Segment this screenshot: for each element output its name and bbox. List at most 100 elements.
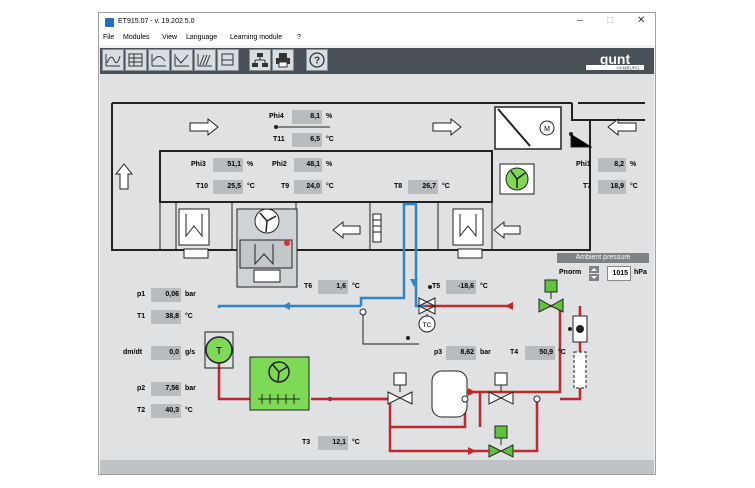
cold-pipe: [217, 202, 425, 308]
schematic: M: [111, 102, 645, 458]
phi2-label: Phi2: [272, 161, 287, 168]
phi3-value: 51,1: [213, 158, 243, 172]
title-bar: ET915.07 - v. 19.202.5.0 – □ ✕: [99, 13, 655, 32]
curve-icon: [174, 54, 189, 67]
p2-value: 7,56: [151, 382, 181, 396]
t6-label: T6: [304, 283, 313, 290]
app-icon: [105, 18, 114, 27]
t5-unit: °C: [480, 283, 488, 290]
pnorm-spinner[interactable]: [589, 266, 599, 281]
phi1-value: 8,2: [598, 158, 626, 172]
arrow-up-icon: [114, 163, 134, 190]
process-button[interactable]: [217, 49, 239, 71]
dmdt-label: dm/dt: [123, 349, 143, 356]
damper-left: [178, 208, 210, 246]
p3-value: 8,62: [446, 346, 476, 360]
curve-button[interactable]: [171, 49, 193, 71]
network-icon: [252, 53, 268, 67]
t5-value: -18,6: [446, 280, 476, 294]
menu-file[interactable]: File: [103, 34, 115, 41]
toolbar: ? gunt HAMBURG: [100, 48, 654, 74]
p2-unit: bar: [185, 385, 196, 392]
help-icon: ?: [309, 52, 325, 68]
t7-label: T7: [583, 183, 592, 190]
log-p-h-button[interactable]: [194, 49, 216, 71]
t6-unit: °C: [352, 283, 360, 290]
inner-duct: [159, 150, 493, 203]
t10-value: 25,5: [213, 180, 243, 194]
svg-text:M: M: [544, 126, 550, 133]
window-title: ET915.07 - v. 19.202.5.0: [118, 18, 195, 25]
svg-text:?: ?: [314, 56, 320, 67]
p1-label: p1: [137, 291, 146, 298]
menu-language[interactable]: Language: [186, 34, 218, 41]
close-button[interactable]: ✕: [637, 15, 646, 26]
menu-modules[interactable]: Modules: [123, 34, 150, 41]
flowmeter-icon: [205, 336, 233, 364]
phi4-label: Phi4: [269, 113, 284, 120]
t8-unit: °C: [442, 183, 450, 190]
p1-unit: bar: [185, 291, 196, 298]
t6-value: 1,6: [318, 280, 348, 294]
menu-learning-module[interactable]: Learning module: [230, 34, 283, 41]
status-bar: [100, 460, 654, 474]
table-icon: [128, 53, 143, 67]
arrow-left-icon: [607, 117, 637, 137]
t3-label: T3: [302, 439, 311, 446]
menu-view[interactable]: View: [162, 34, 178, 41]
app-window: ET915.07 - v. 19.202.5.0 – □ ✕ File Modu…: [98, 12, 656, 475]
gunt-logo: gunt HAMBURG: [582, 50, 648, 72]
hot-pipe: [217, 304, 562, 429]
phi2-unit: %: [326, 161, 333, 168]
t9-unit: °C: [326, 183, 334, 190]
svg-text:HAMBURG: HAMBURG: [616, 66, 640, 71]
air-duct-outer-right: [571, 103, 645, 232]
phi4-value: 8,1: [292, 110, 322, 124]
t1-unit: °C: [185, 313, 193, 320]
pnorm-label: Pnorm: [559, 269, 582, 276]
duct-sections: [175, 202, 439, 250]
table-button[interactable]: [125, 49, 147, 71]
spinner-arrows-icon: [589, 266, 599, 281]
print-button[interactable]: [272, 49, 294, 71]
phi1-label: Phi1: [576, 161, 591, 168]
t5-label: T5: [432, 283, 441, 290]
pnorm-input[interactable]: 1015: [607, 266, 631, 281]
t9-label: T9: [281, 183, 290, 190]
ambient-pressure-header: Ambient pressure: [557, 253, 649, 263]
t4-value: 50,9: [525, 346, 555, 360]
phi2-value: 48,1: [294, 158, 322, 172]
help-button[interactable]: ?: [306, 49, 328, 71]
maximize-button[interactable]: □: [607, 15, 614, 26]
heat-exchanger: [372, 213, 382, 243]
arrow-left-icon-2: [332, 220, 361, 240]
t11-label: T11: [273, 136, 285, 143]
t7-value: 18,9: [598, 180, 626, 194]
menu-bar: File Modules View Language Learning modu…: [99, 32, 655, 45]
t3-value: 12,1: [318, 436, 348, 450]
chart-button[interactable]: [102, 49, 124, 71]
dmdt-unit: g/s: [185, 349, 196, 356]
minimize-button[interactable]: –: [577, 15, 583, 26]
t3-unit: °C: [352, 439, 360, 446]
svg-text:TC: TC: [423, 322, 432, 329]
network-button[interactable]: [249, 49, 271, 71]
chart-icon: [105, 54, 121, 67]
solenoid-valve-1: [387, 372, 413, 405]
t8-value: 26,7: [408, 180, 438, 194]
diagram-button[interactable]: [148, 49, 170, 71]
menu-help[interactable]: ?: [297, 34, 301, 41]
t2-value: 40,3: [151, 404, 181, 418]
process-icon: [221, 53, 234, 66]
phi4-unit: %: [326, 113, 333, 120]
pnorm-unit: hPa: [634, 269, 647, 276]
air-duct-outline: [111, 102, 645, 251]
svg-text:gunt: gunt: [600, 51, 631, 67]
t9-value: 24,0: [294, 180, 322, 194]
t1-label: T1: [137, 313, 146, 320]
phi3-unit: %: [247, 161, 254, 168]
t4-label: T4: [510, 349, 519, 356]
arrow-right-icon-2: [432, 117, 462, 137]
p3-unit: bar: [480, 349, 491, 356]
t10-unit: °C: [247, 183, 255, 190]
